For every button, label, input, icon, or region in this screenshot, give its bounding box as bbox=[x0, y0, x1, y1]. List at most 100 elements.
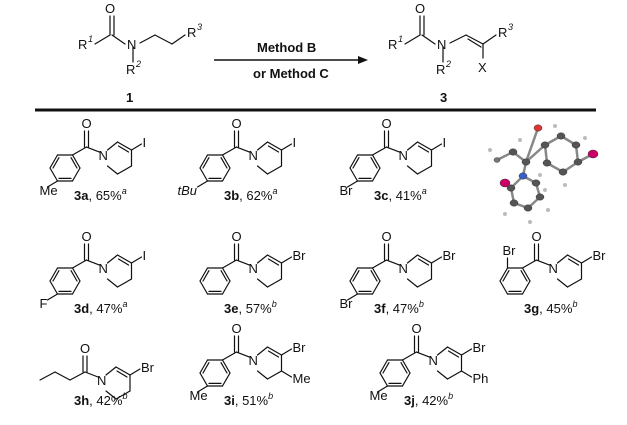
halogen-atom: Br bbox=[141, 360, 155, 375]
svg-text:2: 2 bbox=[445, 59, 451, 69]
compound-yield: 51% bbox=[242, 393, 268, 408]
reactant-r3: R bbox=[187, 25, 196, 40]
reactant-r2: R bbox=[126, 62, 135, 77]
compound-yield: 45% bbox=[546, 301, 572, 316]
compound-id: 3c bbox=[374, 188, 388, 203]
crystal-hydrogen bbox=[553, 124, 557, 128]
compound-caption: 3e, 57%b bbox=[224, 299, 277, 316]
compound-id: 3e bbox=[224, 301, 238, 316]
compound-yield: 42% bbox=[422, 393, 448, 408]
ring-substituent: Br bbox=[340, 296, 354, 311]
ring-substituent: Br bbox=[340, 183, 354, 198]
product-r3: R bbox=[498, 25, 507, 40]
crystal-atom bbox=[542, 159, 552, 167]
crystal-atom bbox=[508, 148, 518, 156]
crystal-atom bbox=[531, 179, 541, 187]
ring-substituent: Me bbox=[190, 388, 208, 403]
reactant-nitrogen: N bbox=[127, 37, 136, 52]
crystal-structure-image bbox=[488, 124, 599, 224]
nitrogen: N bbox=[549, 261, 558, 276]
ring-substituent: tBu bbox=[178, 183, 198, 198]
svg-text:3: 3 bbox=[508, 22, 513, 32]
c4-substituent: Me bbox=[293, 371, 311, 386]
footnote-mark: b bbox=[122, 391, 127, 401]
carbonyl-oxygen: O bbox=[532, 229, 542, 244]
compound-yield: 47% bbox=[393, 301, 419, 316]
crystal-atom bbox=[506, 184, 516, 192]
compound-yield: 57% bbox=[246, 301, 272, 316]
crystal-atom bbox=[533, 124, 543, 132]
product-r1: R bbox=[388, 37, 397, 52]
compound-id: 3f bbox=[374, 301, 386, 316]
footnote-mark: b bbox=[268, 391, 273, 401]
crystal-hydrogen bbox=[538, 173, 542, 177]
carbonyl-oxygen: O bbox=[382, 229, 392, 244]
nitrogen: N bbox=[249, 261, 258, 276]
svg-text:2: 2 bbox=[135, 59, 141, 69]
halogen-atom: Br bbox=[593, 248, 607, 263]
halogen-atom: I bbox=[143, 248, 147, 263]
compound-caption: 3a, 65%a bbox=[74, 186, 127, 203]
footnote-mark: b bbox=[448, 391, 453, 401]
carbonyl-oxygen: O bbox=[82, 229, 92, 244]
footnote-mark: a bbox=[272, 186, 277, 196]
compound-id: 3b bbox=[224, 188, 239, 203]
nitrogen: N bbox=[99, 261, 108, 276]
footnote-mark: a bbox=[422, 186, 427, 196]
reactant-r1: R bbox=[78, 37, 87, 52]
method-c-label: or Method C bbox=[253, 66, 329, 81]
halogen-atom: I bbox=[293, 135, 297, 150]
reactant-number: 1 bbox=[126, 90, 133, 105]
footnote-mark: b bbox=[272, 299, 277, 309]
crystal-atom bbox=[540, 141, 550, 149]
nitrogen: N bbox=[99, 148, 108, 163]
compound-caption: 3j, 42%b bbox=[404, 391, 453, 408]
crystal-bond bbox=[525, 144, 546, 163]
crystal-hydrogen bbox=[528, 220, 532, 224]
crystal-atom bbox=[587, 149, 599, 159]
compound-caption: 3i, 51%b bbox=[224, 391, 273, 408]
product-oxygen: O bbox=[415, 1, 425, 16]
crystal-hydrogen bbox=[503, 212, 507, 216]
compound-yield: 65% bbox=[96, 188, 122, 203]
compound-caption: 3f, 47%b bbox=[374, 299, 424, 316]
crystal-atom bbox=[523, 204, 533, 212]
compound-id: 3j bbox=[404, 393, 415, 408]
crystal-atom bbox=[573, 158, 583, 166]
ring-substituent: F bbox=[40, 296, 48, 311]
product-number: 3 bbox=[440, 90, 447, 105]
compound-yield: 42% bbox=[96, 393, 122, 408]
product-nitrogen: N bbox=[437, 37, 446, 52]
nitrogen: N bbox=[429, 353, 438, 368]
carbonyl-oxygen: O bbox=[232, 321, 242, 336]
crystal-atom bbox=[535, 193, 545, 201]
crystal-atom bbox=[571, 141, 581, 149]
carbonyl-oxygen: O bbox=[412, 321, 422, 336]
compound-yield: 47% bbox=[96, 301, 122, 316]
reaction-arrow: Method B or Method C bbox=[214, 40, 368, 81]
halogen-atom: Br bbox=[473, 340, 487, 355]
crystal-bond bbox=[524, 127, 540, 163]
crystal-atom bbox=[509, 199, 519, 207]
nitrogen: N bbox=[399, 148, 408, 163]
compound-3d: F O N I 3d, 47%a bbox=[40, 229, 147, 316]
compound-yield: 41% bbox=[396, 188, 422, 203]
reactant-structure: O R 1 N R 2 R 3 bbox=[78, 1, 202, 77]
compound-caption: 3d, 47%a bbox=[74, 299, 127, 316]
product-r2: R bbox=[436, 62, 445, 77]
halogen-atom: I bbox=[443, 135, 447, 150]
crystal-atom bbox=[521, 158, 531, 166]
crystal-atom bbox=[558, 168, 568, 176]
crystal-atom bbox=[556, 132, 566, 140]
crystal-hydrogen bbox=[546, 208, 550, 212]
product-structure: O R 1 N R 2 R 3 X bbox=[388, 1, 513, 77]
crystal-atom bbox=[518, 172, 528, 180]
